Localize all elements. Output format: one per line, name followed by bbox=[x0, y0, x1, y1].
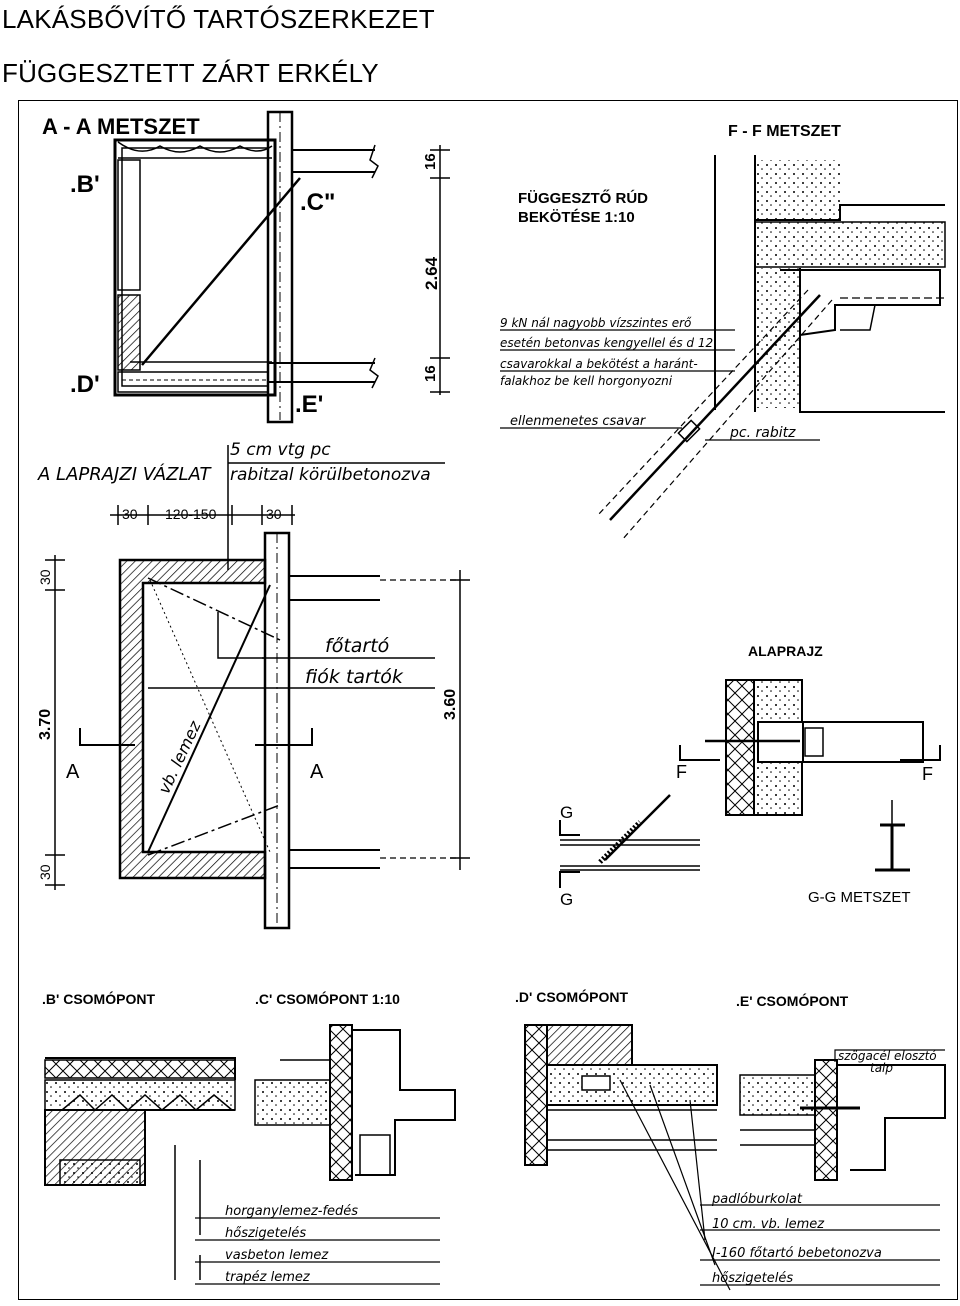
aa-dim-bot: 16 bbox=[422, 365, 439, 382]
ff-note-3: csavarokkal a bekötést a haránt- bbox=[500, 357, 698, 371]
aa-dim-mid: 2.64 bbox=[422, 256, 441, 290]
aa-dim-top: 16 bbox=[422, 153, 439, 170]
drawing-title-line2: FÜGGESZTETT ZÁRT ERKÉLY bbox=[2, 58, 379, 88]
plan-enclosure bbox=[118, 558, 267, 880]
node-b-detail bbox=[44, 1057, 440, 1285]
plan-dim-v-right: 3.60 bbox=[442, 689, 459, 720]
node-de-label-2: I-160 főtartó bebetonozva bbox=[712, 1246, 882, 1261]
plan-detail-cut-f-left: F bbox=[676, 762, 687, 782]
plan-dim-v-top: 30 bbox=[37, 569, 53, 585]
ff-note-2: esetén betonvas kengyellel és d 12 bbox=[500, 336, 713, 350]
gg-title: G-G METSZET bbox=[808, 889, 911, 906]
node-e-detail bbox=[739, 1049, 946, 1181]
node-b-label-3: trapéz lemez bbox=[225, 1270, 311, 1285]
node-b-title: .B' CSOMÓPONT bbox=[42, 990, 155, 1007]
plan-secondary-beams-label: fiók tartók bbox=[305, 666, 404, 688]
ff-note-1: 9 kN nál nagyobb vízszintes erő bbox=[500, 316, 692, 330]
ff-detail-title-2: BEKÖTÉSE 1:10 bbox=[518, 209, 635, 226]
ff-detail-title-1: FÜGGESZTŐ RÚD bbox=[518, 189, 648, 207]
plan-dim-mid: 120-150 bbox=[165, 506, 217, 522]
drawing-frame bbox=[18, 100, 958, 1300]
plan-dim-right: 30 bbox=[266, 506, 282, 522]
ff-rod bbox=[609, 294, 821, 521]
drawing-title-line1: LAKÁSBŐVÍTŐ TARTÓSZERKEZET bbox=[2, 4, 435, 34]
node-b-label-2: vasbeton lemez bbox=[225, 1248, 329, 1263]
aa-node-c: .C" bbox=[300, 189, 335, 216]
aa-node-d: .D' bbox=[70, 371, 100, 398]
section-aa bbox=[113, 110, 450, 424]
plan-sketch bbox=[45, 445, 470, 930]
ff-counter-nut: ellenmenetes csavar bbox=[510, 414, 647, 429]
node-de-label-3: hőszigetelés bbox=[712, 1271, 793, 1286]
aa-wall-hatch bbox=[117, 294, 141, 371]
node-c-detail bbox=[254, 1024, 456, 1181]
node-c-title: .C' CSOMÓPONT 1:10 bbox=[255, 990, 400, 1007]
ff-note-4: falakhoz be kell horgonyozni bbox=[500, 374, 673, 388]
aa-title: A - A METSZET bbox=[42, 114, 200, 139]
node-e-tag-2: talp bbox=[870, 1061, 893, 1075]
plan-cut-a-right: A bbox=[310, 761, 324, 783]
plan-detail-cut-g-top: G bbox=[560, 803, 573, 822]
aa-node-e: .E' bbox=[295, 391, 323, 418]
plan-dim-v-bot: 30 bbox=[37, 864, 53, 880]
plan-detail-insulation bbox=[725, 679, 755, 816]
node-de-label-1: 10 cm. vb. lemez bbox=[712, 1217, 825, 1232]
plan-dim-v-mid: 3.70 bbox=[37, 709, 54, 740]
node-de-label-0: padlóburkolat bbox=[711, 1192, 803, 1207]
node-b-label-0: horganylemez-fedés bbox=[225, 1204, 358, 1219]
ff-slab bbox=[754, 221, 946, 268]
plan-note-line1: 5 cm vtg pc bbox=[230, 440, 331, 460]
node-d-detail bbox=[524, 1024, 940, 1291]
aa-suspension-rod bbox=[141, 177, 301, 366]
node-e-title: .E' CSOMÓPONT bbox=[736, 992, 849, 1009]
plan-detail bbox=[559, 679, 941, 888]
plan-main-beam-label: főtartó bbox=[325, 635, 389, 657]
aa-floor bbox=[117, 371, 269, 393]
plan-note-line2: rabitzal körülbetonozva bbox=[230, 465, 431, 485]
node-d-title: .D' CSOMÓPONT bbox=[515, 988, 628, 1005]
plan-detail-cut-f-right: F bbox=[922, 764, 933, 784]
plan-detail-cut-g-bot: G bbox=[560, 890, 573, 909]
plan-dim-left: 30 bbox=[122, 506, 138, 522]
plan-detail-title: ALAPRAJZ bbox=[748, 643, 823, 659]
ff-plaster: pc. rabitz bbox=[729, 425, 796, 441]
plan-sketch-title: A LAPRAJZI VÁZLAT bbox=[37, 463, 212, 485]
aa-node-b: .B' bbox=[70, 171, 100, 198]
node-b-label-1: hőszigetelés bbox=[225, 1226, 306, 1241]
section-ff bbox=[500, 155, 946, 541]
node-e-tag-1: szögacél elosztó bbox=[838, 1049, 937, 1063]
ff-title: F - F METSZET bbox=[728, 123, 841, 140]
aa-cabin-outline bbox=[113, 138, 277, 397]
plan-cut-a-left: A bbox=[66, 761, 80, 783]
